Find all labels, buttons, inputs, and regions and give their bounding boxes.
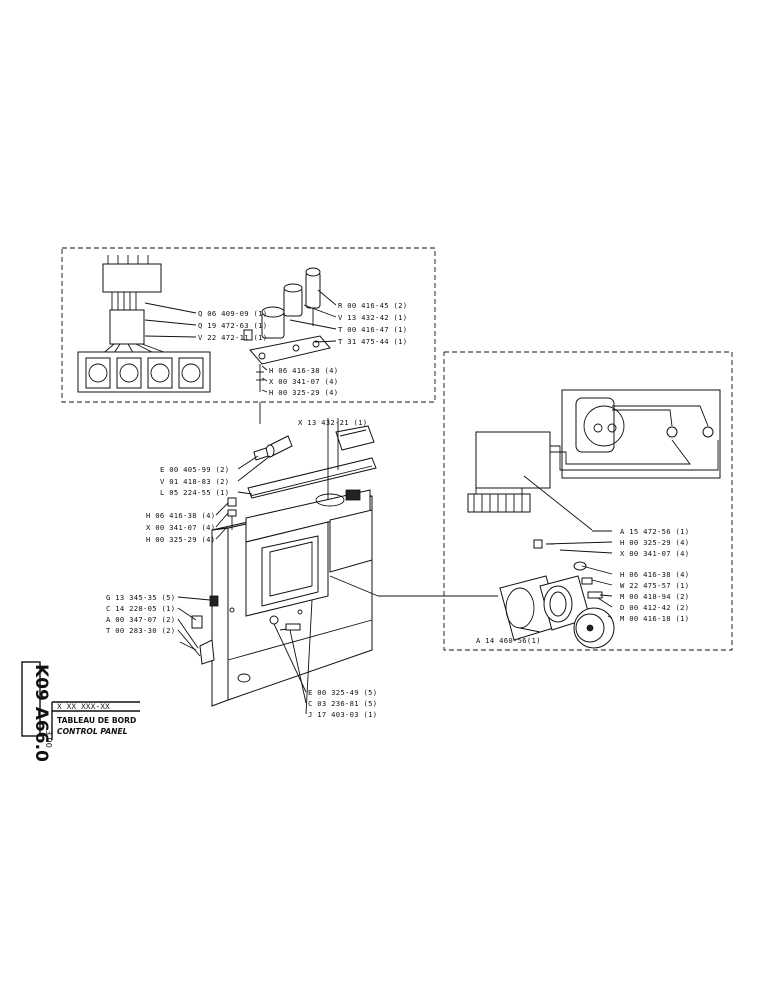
label-c14228: C 14 228-05 (1) <box>106 604 175 613</box>
label-m00416: M 00 416-18 (1) <box>620 614 689 623</box>
label-v13432: V 13 432-42 (1) <box>338 313 407 322</box>
leader-lines-top <box>144 289 337 424</box>
label-c03236: C 03 236-81 (5) <box>308 699 377 708</box>
label-t31475: T 31 475-44 (1) <box>338 337 407 346</box>
label-w22475: W 22 475-57 (1) <box>620 581 689 590</box>
label-j17403: J 17 403-03 (1) <box>308 710 377 719</box>
title-en: CONTROL PANEL <box>57 727 128 736</box>
label-h00325-right: H 00 325-29 (4) <box>620 538 689 547</box>
label-h00325-left: H 00 325-29 (4) <box>146 535 215 544</box>
title-block: K09 A66.0 3.90 X XX XXX-XX TABLEAU DE BO… <box>21 661 140 762</box>
wiring-harness-drawing <box>77 255 211 393</box>
label-m00418: M 00 418-94 (2) <box>620 592 689 601</box>
leader-lines-left <box>177 418 498 715</box>
label-x00341-left: X 00 341-07 (4) <box>146 523 215 532</box>
label-a14460: A 14 460-56(1) <box>476 636 541 645</box>
label-t00283: T 00 283-30 (2) <box>106 626 175 635</box>
label-x00341-top: X 00 341-07 (4) <box>269 377 338 386</box>
part-labels: Q 06 409-09 (1) Q 19 472-63 (1) V 22 472… <box>106 301 689 719</box>
sheet-ref: X XX XXX-XX <box>57 703 110 712</box>
control-panel-drawing <box>179 425 377 707</box>
label-l05224: L 05 224-55 (1) <box>160 488 229 497</box>
label-x13432: X 13 432-21 (1) <box>298 418 367 427</box>
label-e00405: E 00 405-99 (2) <box>160 465 229 474</box>
label-r00416: R 00 416-45 (2) <box>338 301 407 310</box>
instrument-drawing <box>467 389 721 649</box>
sheet-code: K09 A66.0 <box>31 664 51 762</box>
label-t00416: T 00 416-47 (1) <box>338 325 407 334</box>
detail-box-instrument <box>443 351 733 651</box>
title-fr: TABLEAU DE BORD <box>57 716 136 725</box>
label-q06409: Q 06 409-09 (1) <box>198 309 267 318</box>
label-v22472: V 22 472-11 (1) <box>198 333 267 342</box>
label-q19472: Q 19 472-63 (1) <box>198 321 267 330</box>
detail-box-wiring-switches <box>61 247 436 403</box>
switches-cluster-drawing <box>243 267 331 392</box>
label-d00412: D 00 412-42 (2) <box>620 603 689 612</box>
label-a15472: A 15 472-56 (1) <box>620 527 689 536</box>
leader-lines-right <box>519 530 613 633</box>
label-h06416-top: H 06 416-38 (4) <box>269 366 338 375</box>
label-h00325-top: H 00 325-29 (4) <box>269 388 338 397</box>
label-a00347: A 00 347-07 (2) <box>106 615 175 624</box>
label-v01418: V 01 418-83 (2) <box>160 477 229 486</box>
sheet-version: 3.90 <box>44 730 53 748</box>
label-g13345: G 13 345-35 (5) <box>106 593 175 602</box>
label-h06416-right: H 06 416-38 (4) <box>620 570 689 579</box>
label-e00325: E 00 325-49 (5) <box>308 688 377 697</box>
label-h06416-left: H 06 416-38 (4) <box>146 511 215 520</box>
label-x00341-right: X 00 341-07 (4) <box>620 549 689 558</box>
